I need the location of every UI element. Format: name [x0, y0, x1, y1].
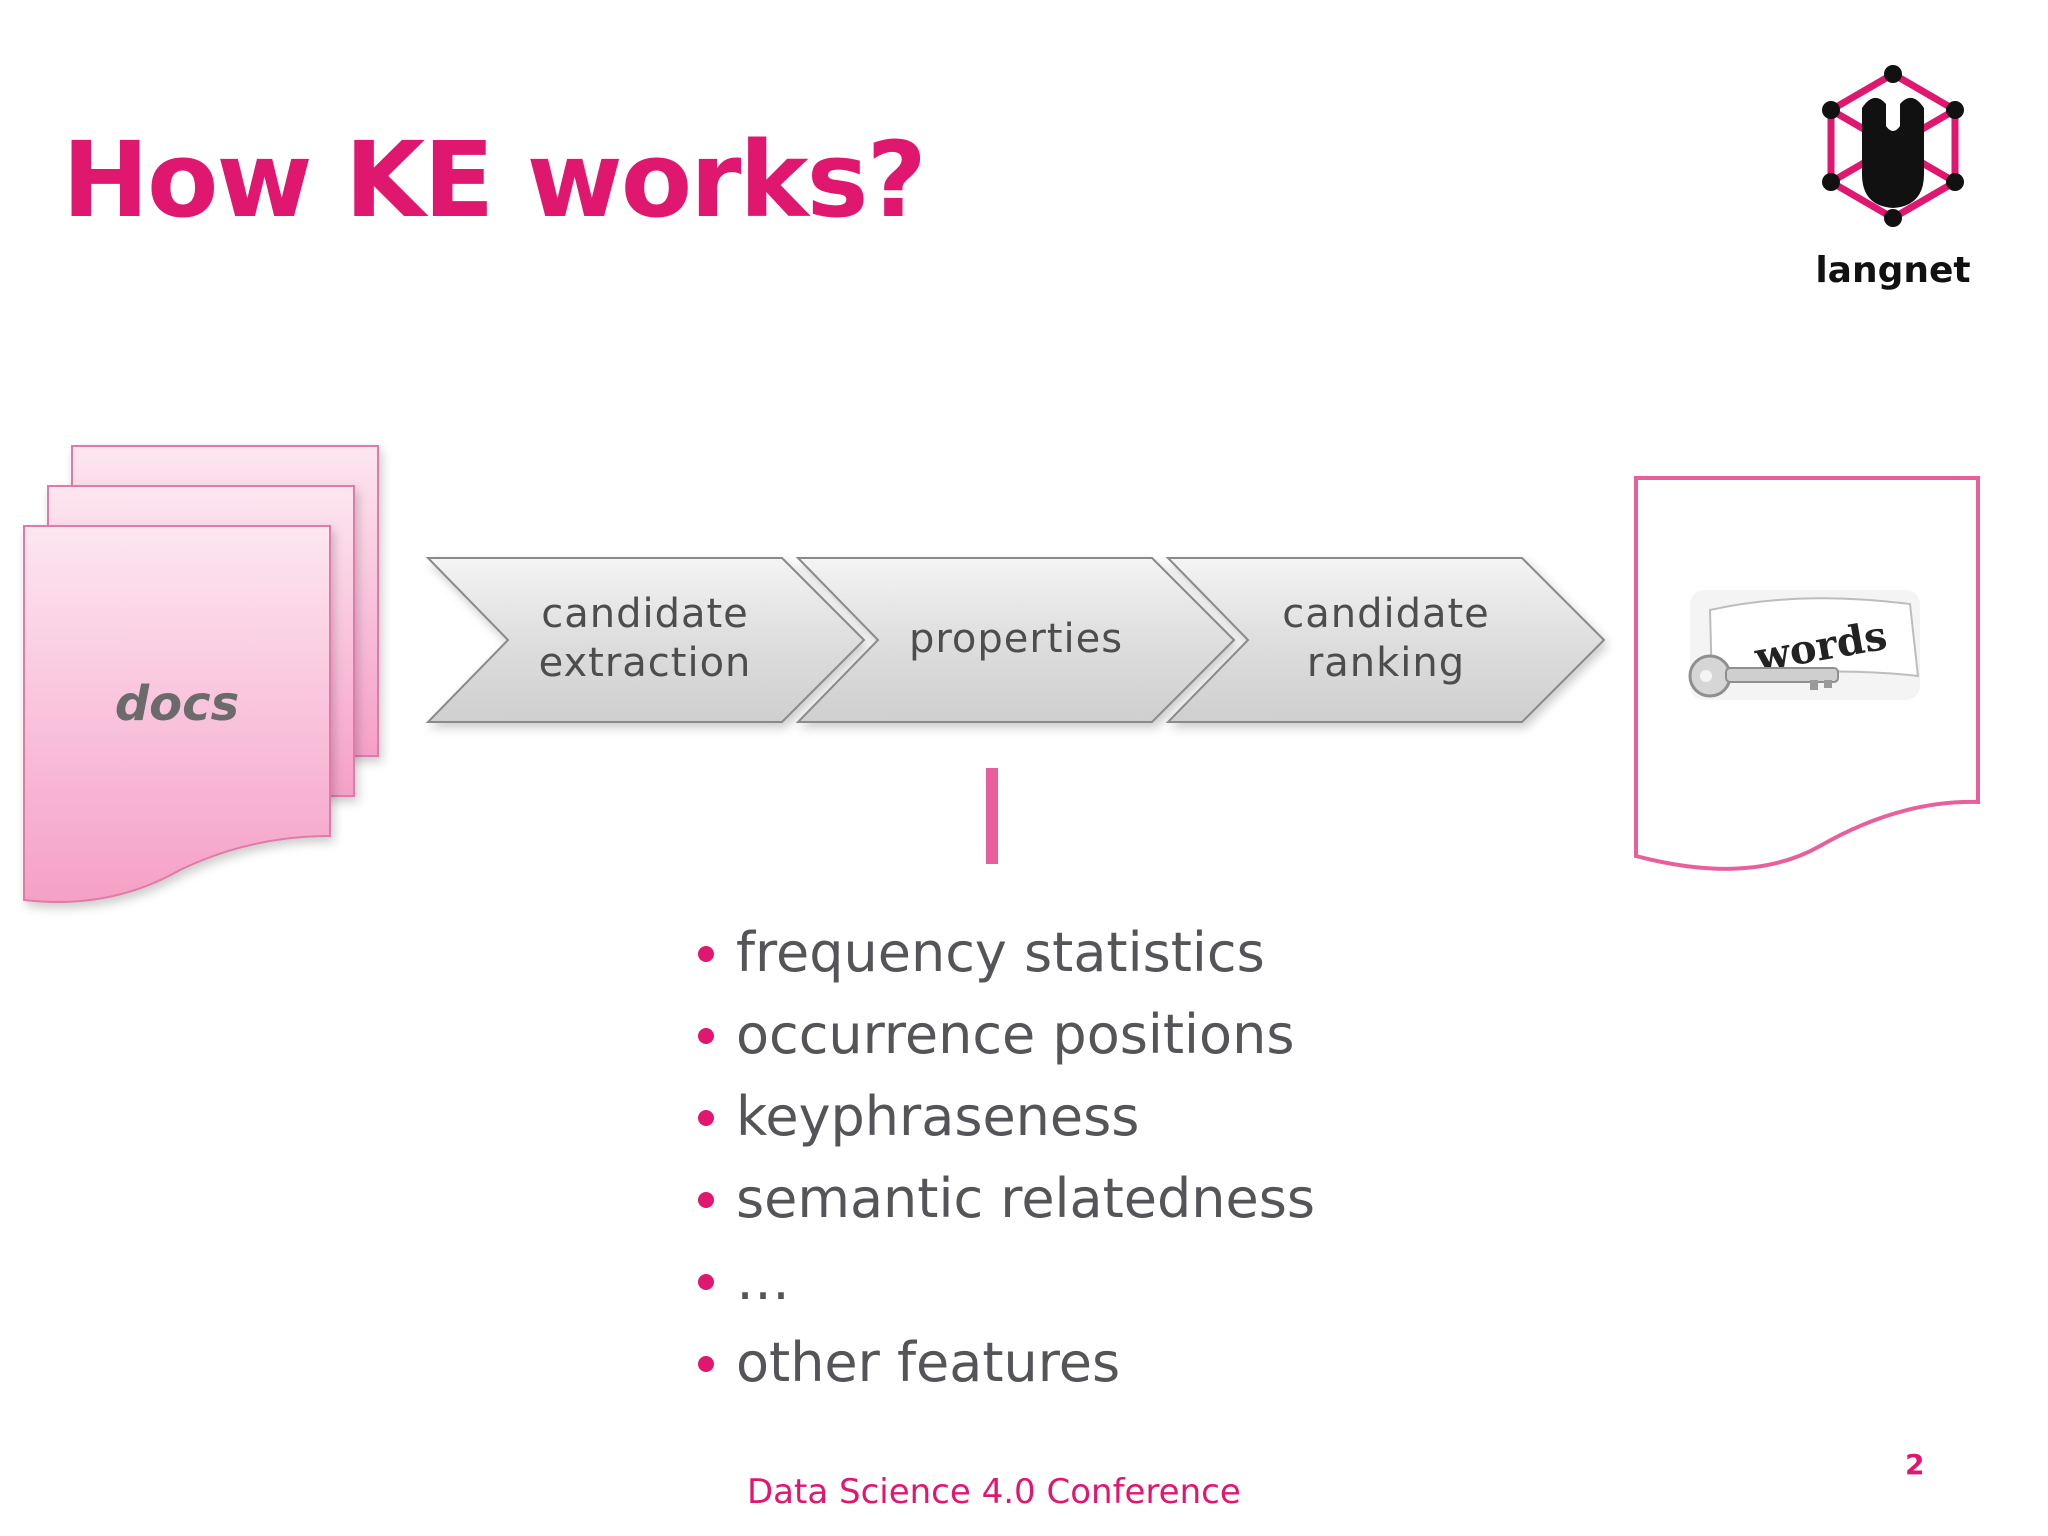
list-item: occurrence positions: [690, 994, 1315, 1076]
key-words-icon: words: [1688, 590, 1920, 700]
list-item: …: [690, 1240, 1315, 1322]
slide-title: How KE works?: [62, 119, 927, 241]
page-number: 2: [1905, 1448, 1925, 1481]
bullet-dot-icon: [698, 1110, 714, 1126]
bullet-dot-icon: [698, 1356, 714, 1372]
step-properties: properties: [795, 557, 1236, 723]
list-item: semantic relatedness: [690, 1158, 1315, 1240]
docs-label: docs: [115, 676, 239, 732]
step-1-line2: extraction: [539, 640, 752, 686]
step-2-line1: properties: [909, 616, 1123, 662]
list-item: other features: [690, 1322, 1315, 1404]
output-document: words: [1634, 476, 1980, 871]
step-3-line2: ranking: [1307, 640, 1465, 686]
step-1-line1: candidate: [541, 591, 749, 637]
footer-text: Data Science 4.0 Conference: [747, 1472, 1241, 1512]
step-candidate-ranking: candidate ranking: [1165, 557, 1606, 723]
docs-stack: docs: [23, 445, 379, 903]
features-list: frequency statistics occurrence position…: [690, 912, 1315, 1404]
bullet-dot-icon: [698, 946, 714, 962]
langnet-logo-icon: [1822, 65, 1964, 227]
step-candidate-extraction: candidate extraction: [425, 557, 866, 723]
list-item: frequency statistics: [690, 912, 1315, 994]
connector-bar: [986, 768, 998, 864]
step-3-line1: candidate: [1282, 591, 1490, 637]
doc-page-front: [23, 525, 331, 903]
bullet-dot-icon: [698, 1192, 714, 1208]
langnet-logo: langnet: [1800, 56, 1986, 296]
logo-text: langnet: [1815, 250, 1971, 291]
bullet-dot-icon: [698, 1274, 714, 1290]
list-item: keyphraseness: [690, 1076, 1315, 1158]
bullet-dot-icon: [698, 1028, 714, 1044]
pipeline-diagram: docs candidate extraction properties can…: [23, 445, 1980, 903]
